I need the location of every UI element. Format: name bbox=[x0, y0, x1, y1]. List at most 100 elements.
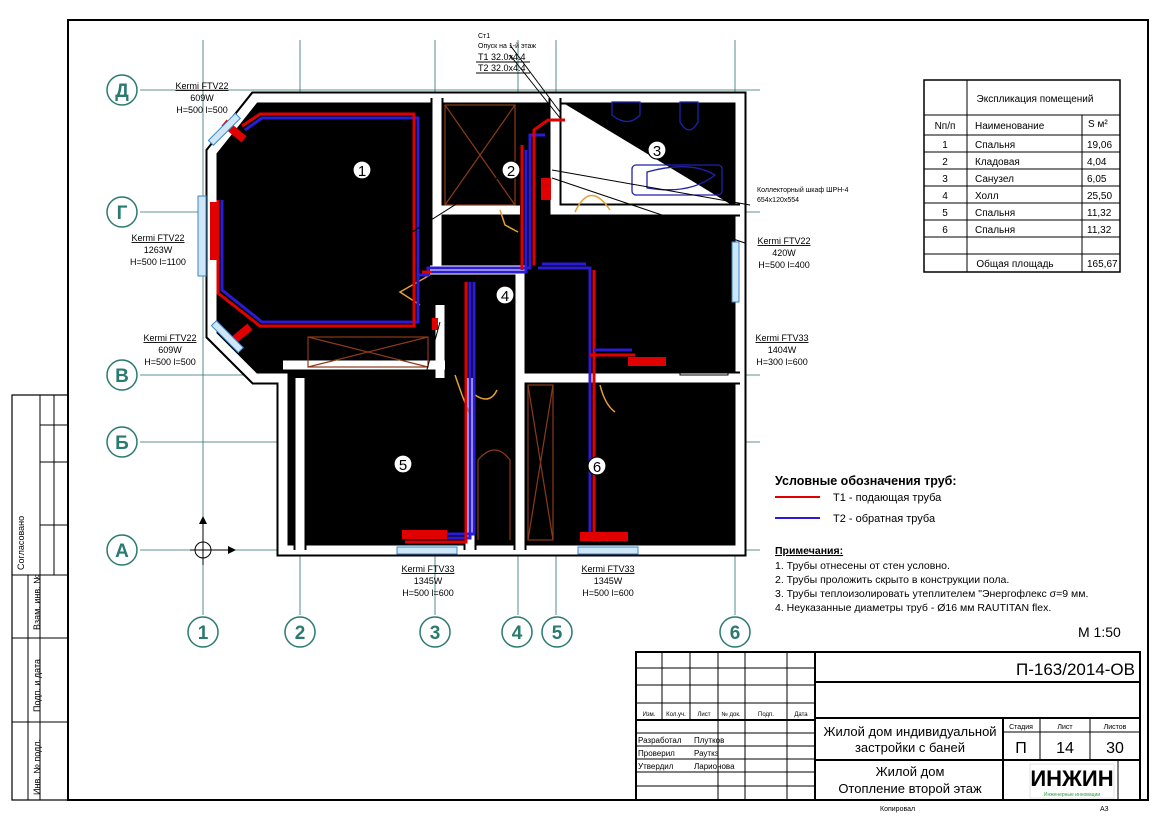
sheets-label: Листов bbox=[1104, 724, 1127, 731]
sheet-title: Жилой дом bbox=[876, 764, 945, 779]
walls bbox=[205, 91, 747, 557]
room-number: 3 bbox=[653, 143, 661, 160]
axis-label: 3 bbox=[430, 623, 441, 644]
svg-text:Kermi FTV33: Kermi FTV33 bbox=[581, 564, 634, 574]
table-cell: Холл bbox=[975, 191, 999, 202]
col-axis-markers: 1 2 3 4 5 6 bbox=[187, 616, 751, 648]
table-cell: Санузел bbox=[975, 174, 1014, 185]
sheets-value: 30 bbox=[1106, 740, 1124, 757]
svg-text:1345W: 1345W bbox=[414, 576, 443, 586]
format-label: А3 bbox=[1100, 806, 1109, 813]
svg-text:H=500 l=1100: H=500 l=1100 bbox=[130, 257, 186, 267]
svg-text:Kermi FTV22: Kermi FTV22 bbox=[131, 233, 184, 243]
document-code: П-163/2014-ОВ bbox=[1016, 660, 1135, 679]
project-title: Жилой дом индивидуальной bbox=[823, 724, 996, 739]
note-item: 4. Неуказанные диаметры труб - Ø16 мм RA… bbox=[775, 602, 1051, 614]
riser-label: Ст1 bbox=[478, 33, 490, 40]
title-block: Изм. Кол.уч. Лист № док. Подп. Дата Разр… bbox=[635, 651, 1141, 813]
pipe-legend: Условные обозначения труб: T1 - подающая… bbox=[775, 474, 957, 525]
collector-label: коллектор №5 bbox=[312, 243, 358, 250]
stamp-role: Проверил bbox=[638, 749, 675, 758]
axis-label: Д bbox=[115, 81, 129, 102]
room-number: 6 bbox=[593, 459, 601, 476]
table-cell: 11,32 bbox=[1087, 208, 1112, 219]
svg-text:Kermi FTV22: Kermi FTV22 bbox=[175, 81, 228, 91]
room-numbers: 1 2 3 4 5 6 bbox=[352, 140, 667, 476]
legend-title: Условные обозначения труб: bbox=[775, 474, 957, 488]
axis-label: А bbox=[115, 541, 129, 562]
notes: Примечания: 1. Трубы отнесены от стен ус… bbox=[775, 545, 1088, 614]
table-cell: 2 bbox=[942, 157, 948, 168]
room-number: 4 bbox=[501, 288, 509, 305]
svg-text:Kermi FTV22: Kermi FTV22 bbox=[757, 236, 810, 246]
annotations: Ст1 Опуск на 1-й этаж T1 32.0х4.4 T2 32.… bbox=[312, 33, 849, 414]
stamp-person: Плутков bbox=[694, 736, 724, 745]
side-stamp-replace: Взам. инв. № bbox=[32, 574, 42, 630]
axis-label: Г bbox=[117, 203, 128, 224]
svg-text:1345W: 1345W bbox=[594, 576, 623, 586]
stamp-col-header: Подп. bbox=[758, 712, 774, 718]
svg-text:609W: 609W bbox=[190, 93, 214, 103]
svg-text:Kermi FTV33: Kermi FTV33 bbox=[401, 564, 454, 574]
stage-value: П bbox=[1015, 740, 1027, 757]
sheet-label: Лист bbox=[1057, 724, 1073, 731]
svg-text:1263W: 1263W bbox=[144, 245, 173, 255]
radiator-label: Kermi FTV33 1345W H=500 l=600 bbox=[581, 564, 634, 598]
room-number: 2 bbox=[507, 163, 515, 180]
svg-text:H=300 l=600: H=300 l=600 bbox=[756, 357, 808, 367]
project-title: застройки с баней bbox=[855, 740, 965, 755]
table-cell: 4,04 bbox=[1087, 157, 1107, 168]
svg-text:H=500 l=400: H=500 l=400 bbox=[758, 260, 810, 270]
riser-label: Опуск на 1-й этаж bbox=[478, 42, 536, 50]
stage-label: Стадия bbox=[1009, 724, 1033, 731]
svg-text:H=500 l=600: H=500 l=600 bbox=[402, 588, 454, 598]
storage-hatching bbox=[307, 104, 554, 541]
svg-text:Инженерные инновации: Инженерные инновации bbox=[1044, 792, 1100, 798]
axis-label: 4 bbox=[512, 623, 523, 644]
total-label: Общая площадь bbox=[976, 258, 1053, 270]
stamp-col-header: Лист bbox=[697, 712, 710, 718]
stamp-role: Утвердил bbox=[638, 762, 674, 771]
stairs bbox=[639, 219, 729, 376]
sensor-label: Задатчик-регулятор bbox=[336, 397, 401, 404]
table-cell: 19,06 bbox=[1087, 140, 1112, 151]
radiator-label: Kermi FTV33 1345W H=500 l=600 bbox=[401, 564, 454, 598]
stamp-person: Ларионова bbox=[694, 762, 735, 771]
explication-table: Экспликация помещений Nп/п Наименование … bbox=[923, 79, 1121, 273]
table-cell: 3 bbox=[942, 174, 948, 185]
axis-label: Б bbox=[115, 433, 129, 454]
axis-label: 1 bbox=[198, 623, 209, 644]
svg-text:Kermi FTV33: Kermi FTV33 bbox=[755, 333, 808, 343]
sensor-label: температуры BFU bbox=[336, 407, 395, 414]
stamp-col-header: № док. bbox=[721, 711, 741, 718]
leader-lines bbox=[339, 44, 751, 401]
axis-label: В bbox=[115, 366, 129, 387]
svg-text:ИНЖИН: ИНЖИН bbox=[1030, 766, 1113, 791]
legend-item: T2 - обратная труба bbox=[833, 513, 936, 525]
note-item: 2. Трубы проложить скрыто в конструкции … bbox=[775, 574, 1009, 586]
row-axis-markers: Д Г В Б А bbox=[106, 74, 138, 566]
note-item: 3. Трубы теплоизолировать утеплителем "Э… bbox=[775, 588, 1088, 600]
company-logo: ИНЖИН Инженерные инновации bbox=[1029, 763, 1115, 799]
svg-text:609W: 609W bbox=[158, 345, 182, 355]
sheet-value: 14 bbox=[1056, 740, 1074, 757]
explication-title: Экспликация помещений bbox=[977, 94, 1094, 105]
table-cell: 5 bbox=[942, 208, 948, 219]
axis-label: 6 bbox=[730, 623, 741, 644]
svg-text:H=500 l=500: H=500 l=500 bbox=[144, 357, 196, 367]
copied-label: Копировал bbox=[880, 806, 915, 813]
stamp-col-header: Кол.уч. bbox=[666, 712, 686, 718]
cabinet-label: Коллекторный шкаф ШРН-4 bbox=[757, 186, 849, 194]
radiator-labels: Kermi FTV22 609W H=500 l=500 Kermi FTV22 12… bbox=[130, 81, 810, 598]
radiators bbox=[197, 112, 740, 555]
cabinet-label: 654х120х554 bbox=[757, 197, 799, 204]
svg-text:H=500 l=600: H=500 l=600 bbox=[582, 588, 634, 598]
stamp-col-header: Изм. bbox=[643, 712, 656, 718]
sheet-title: Отопление второй этаж bbox=[838, 781, 982, 796]
stamp-role: Разработал bbox=[638, 736, 682, 745]
table-header: S м² bbox=[1088, 119, 1108, 130]
